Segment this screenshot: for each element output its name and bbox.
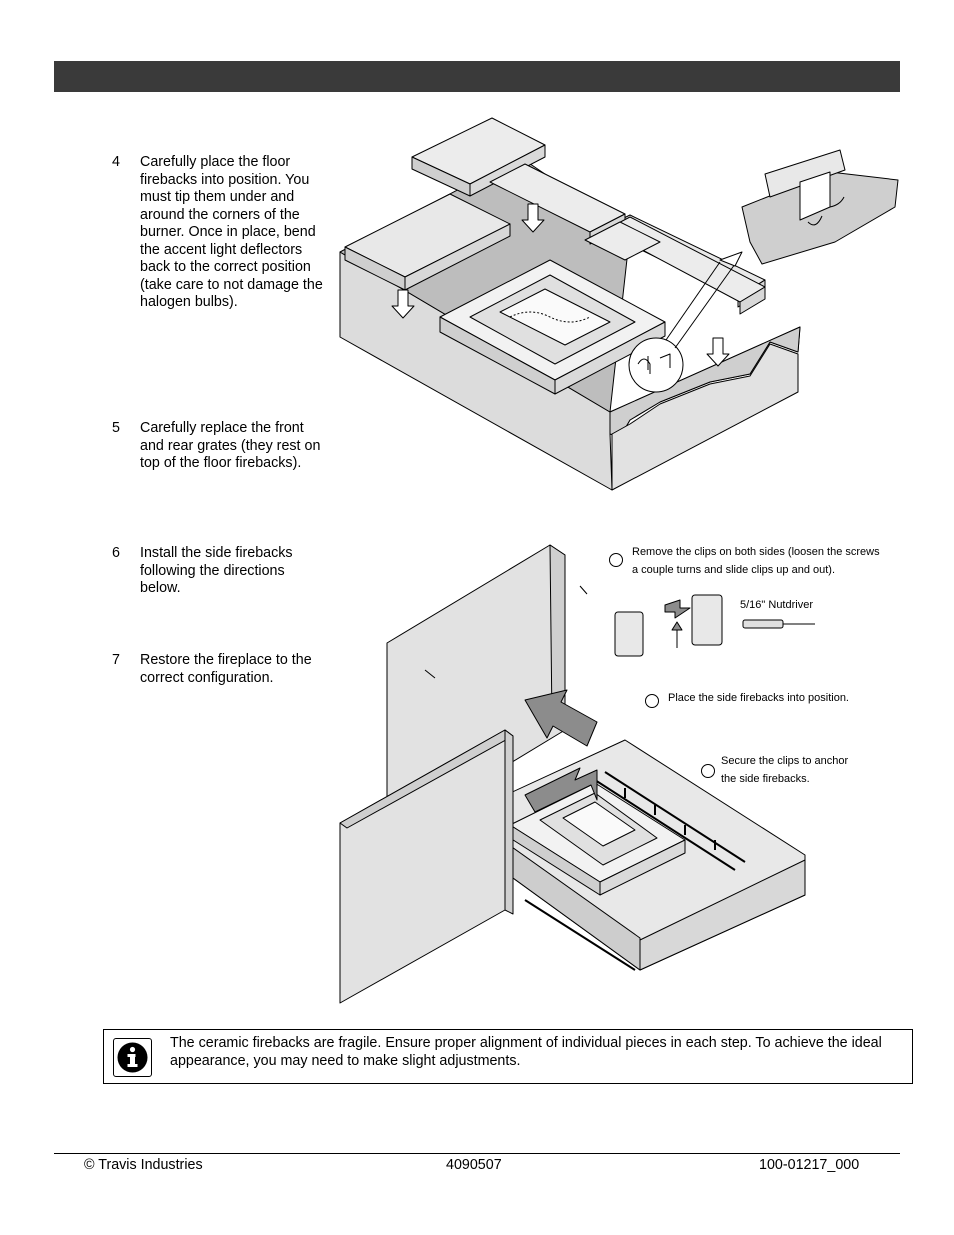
header-bar [54, 61, 900, 92]
callout-marker [701, 764, 715, 778]
step-number: 6 [112, 545, 120, 561]
place-firebacks-callout: Place the side firebacks into position. [668, 692, 849, 704]
callout-line: Secure the clips to anchor [721, 755, 849, 767]
secure-clips-callout: Secure the clips to anchor the side fire… [721, 753, 848, 788]
footer-part-number: 100-01217_000 [759, 1157, 860, 1173]
footer-doc-number: 4090507 [446, 1157, 502, 1173]
floor-firebacks-illustration [339, 117, 899, 491]
step-text: Carefully place the floor firebacks into… [140, 154, 323, 310]
info-icon [113, 1038, 152, 1077]
step-number: 5 [112, 420, 120, 436]
step-number: 7 [112, 652, 120, 668]
remove-clips-callout: Remove the clips on both sides (loosen t… [632, 544, 880, 579]
notice-text: The ceramic firebacks are fragile. Ensur… [170, 1035, 882, 1069]
callout-marker [645, 694, 659, 708]
step-number: 4 [112, 154, 120, 170]
step-text: Install the side firebacks following the… [140, 545, 293, 596]
callout-marker [609, 553, 623, 567]
callout-line: the side firebacks. [721, 772, 810, 785]
nutdriver-label: 5/16" Nutdriver [740, 599, 813, 611]
step-text: Restore the fireplace to the correct con… [140, 652, 312, 686]
callout-line: a couple turns and slide clips up and ou… [632, 563, 836, 576]
side-firebacks-illustration [339, 544, 815, 1004]
step-text: Carefully replace the front and rear gra… [140, 420, 321, 471]
caution-notice: The ceramic firebacks are fragile. Ensur… [103, 1029, 913, 1084]
callout-line: Remove the clips on both sides (loosen t… [632, 546, 880, 558]
footer-divider [54, 1153, 900, 1154]
footer-copyright: © Travis Industries [84, 1157, 203, 1173]
